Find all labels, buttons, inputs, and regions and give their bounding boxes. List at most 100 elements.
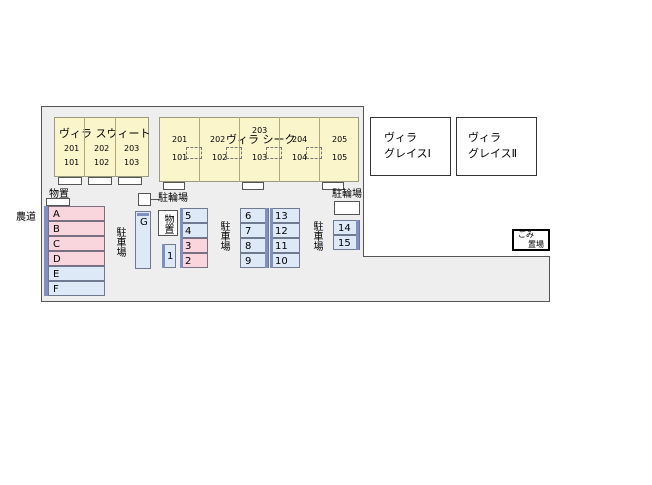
parking-rail xyxy=(162,244,165,268)
parking-spot-7: 7 xyxy=(240,223,269,238)
parking-spot-6: 6 xyxy=(240,208,269,223)
parking-spot-d: D xyxy=(48,251,105,266)
building-villa-grace-2-line1: ヴィラ xyxy=(468,131,501,144)
parking-spot-10: 10 xyxy=(270,253,300,268)
unit-203: 203 xyxy=(252,126,268,135)
entrance-stub xyxy=(58,177,82,185)
bicycle-shed-2 xyxy=(334,201,360,215)
parking-spot-11: 11 xyxy=(270,238,300,253)
building-villa-seek xyxy=(159,117,359,182)
parking-spot-label: 7 xyxy=(245,226,252,237)
unit-201: 201 xyxy=(172,135,188,144)
unit-101: 101 xyxy=(172,153,188,162)
parking-spot-c: C xyxy=(48,236,105,251)
parking-rail xyxy=(265,208,268,268)
bicycle-parking-label-2: 駐輪場 xyxy=(332,189,362,200)
parking-spot-label: 15 xyxy=(338,238,351,249)
parking-spot-label: 8 xyxy=(245,241,252,252)
parking-spot-9: 9 xyxy=(240,253,269,268)
parking-spot-label: 14 xyxy=(338,223,351,234)
building-villa-grace-1-line2: グレイスⅠ xyxy=(384,147,431,160)
parking-rail xyxy=(44,206,48,296)
parking-spot-label: C xyxy=(53,239,60,250)
unit-102: 102 xyxy=(212,153,228,162)
parking-spot-label: 2 xyxy=(185,256,192,267)
parking-spot-15: 15 xyxy=(333,235,360,250)
parking-spot-5: 5 xyxy=(180,208,208,223)
parking-spot-label: 12 xyxy=(275,226,288,237)
unit-202: 202 xyxy=(210,135,226,144)
garbage-area xyxy=(512,229,550,251)
unit-divider xyxy=(199,117,200,182)
parking-spot-label: 3 xyxy=(185,241,192,252)
site-edge-lower-right xyxy=(363,256,550,257)
unit-105: 105 xyxy=(332,153,348,162)
road-label: 農道 xyxy=(16,212,36,223)
parking-spot-label: A xyxy=(53,209,60,220)
unit-101: 101 xyxy=(64,158,80,167)
parking-spot-label: 9 xyxy=(245,256,252,267)
parking-spot-g-label: G xyxy=(140,217,148,228)
parking-label-3: 駐車場 xyxy=(311,221,322,251)
unit-divider xyxy=(239,117,240,182)
parking-spot-label: 1 xyxy=(167,251,174,262)
bicycle-parking-label-1: 駐輪場 xyxy=(158,193,188,204)
parking-rail xyxy=(356,220,359,250)
parking-rail xyxy=(180,208,183,268)
parking-spot-label: 5 xyxy=(185,211,192,222)
entrance-stub xyxy=(322,182,344,190)
stair-outline xyxy=(186,147,202,159)
unit-201: 201 xyxy=(64,144,80,153)
g-block-marker xyxy=(137,213,149,216)
parking-spot-label: 11 xyxy=(275,241,288,252)
parking-spot-8: 8 xyxy=(240,238,269,253)
parking-label-2: 駐車場 xyxy=(218,221,229,251)
parking-spot-label: 13 xyxy=(275,211,288,222)
parking-label-1: 駐車場 xyxy=(114,227,125,257)
storage-mid-box xyxy=(158,210,178,236)
parking-spot-4: 4 xyxy=(180,223,208,238)
parking-spot-label: F xyxy=(53,284,59,295)
entrance-stub xyxy=(163,182,185,190)
site-edge-right xyxy=(549,256,550,302)
entrance-stub xyxy=(88,177,112,185)
stair-outline xyxy=(226,147,242,159)
parking-spot-12: 12 xyxy=(270,223,300,238)
bicycle-shed-1-line xyxy=(151,199,159,200)
parking-spot-e: E xyxy=(48,266,105,281)
parking-spot-g xyxy=(135,211,151,269)
building-villa-grace-1-line1: ヴィラ xyxy=(384,131,417,144)
unit-103: 103 xyxy=(252,153,268,162)
parking-spot-f: F xyxy=(48,281,105,296)
unit-205: 205 xyxy=(332,135,348,144)
garbage-area-label-1: ごみ xyxy=(518,230,534,239)
entrance-stub xyxy=(118,177,142,185)
building-villa-suite-name: ヴィラ スウィート xyxy=(59,127,151,140)
unit-divider xyxy=(319,117,320,182)
storage-left-label: 物置 xyxy=(49,189,69,200)
bicycle-shed-1 xyxy=(138,193,151,206)
parking-spot-label: 10 xyxy=(275,256,288,267)
storage-left-box xyxy=(46,198,70,206)
parking-spot-label: E xyxy=(53,269,60,280)
building-villa-grace-2 xyxy=(456,117,537,176)
unit-divider xyxy=(115,117,116,177)
entrance-stub xyxy=(242,182,264,190)
unit-103: 103 xyxy=(124,158,140,167)
parking-spot-label: 6 xyxy=(245,211,252,222)
stair-outline xyxy=(266,147,282,159)
unit-102: 102 xyxy=(94,158,110,167)
parking-spot-a: A xyxy=(48,206,105,221)
unit-divider xyxy=(279,117,280,182)
storage-mid-label: 物置 xyxy=(162,214,173,234)
parking-spot-14: 14 xyxy=(333,220,360,235)
parking-spot-label: D xyxy=(53,254,61,265)
parking-spot-b: B xyxy=(48,221,105,236)
unit-204: 204 xyxy=(292,135,308,144)
parking-rail xyxy=(270,208,273,268)
parking-spot-label: B xyxy=(53,224,60,235)
unit-divider xyxy=(84,117,85,177)
unit-104: 104 xyxy=(292,153,308,162)
unit-203: 203 xyxy=(124,144,140,153)
parking-spot-3: 3 xyxy=(180,238,208,253)
